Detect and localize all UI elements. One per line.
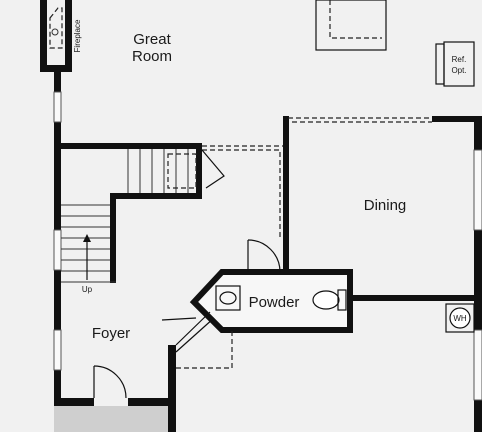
toilet-icon (312, 289, 347, 311)
room-label-great-room-line2: Room (132, 48, 172, 65)
water-heater-icon (445, 303, 475, 333)
room-label-foyer: Foyer (92, 325, 130, 342)
porch-area (54, 406, 168, 432)
sink-icon (215, 285, 241, 311)
room-label-great-room-line1: Great (133, 31, 171, 48)
walls (40, 0, 482, 432)
room-label-powder: Powder (249, 294, 300, 311)
kitchen-island (315, 0, 387, 51)
staircase (61, 149, 197, 283)
doors (93, 239, 281, 399)
room-label-dining: Dining (364, 197, 407, 214)
fixture-label-water-heater: WH (453, 314, 467, 323)
fireplace-icon (49, 7, 63, 49)
closet-door (201, 149, 225, 189)
windows (53, 91, 482, 401)
fixture-label-refrigerator-line2: Opt. (451, 66, 466, 75)
opening-line-2 (202, 149, 281, 240)
stair-label-up: Up (82, 285, 93, 294)
fixture-label-refrigerator-line1: Ref. (452, 55, 467, 64)
refrigerator-icon (435, 41, 475, 87)
fixture-label-fireplace: Fireplace (73, 19, 82, 52)
